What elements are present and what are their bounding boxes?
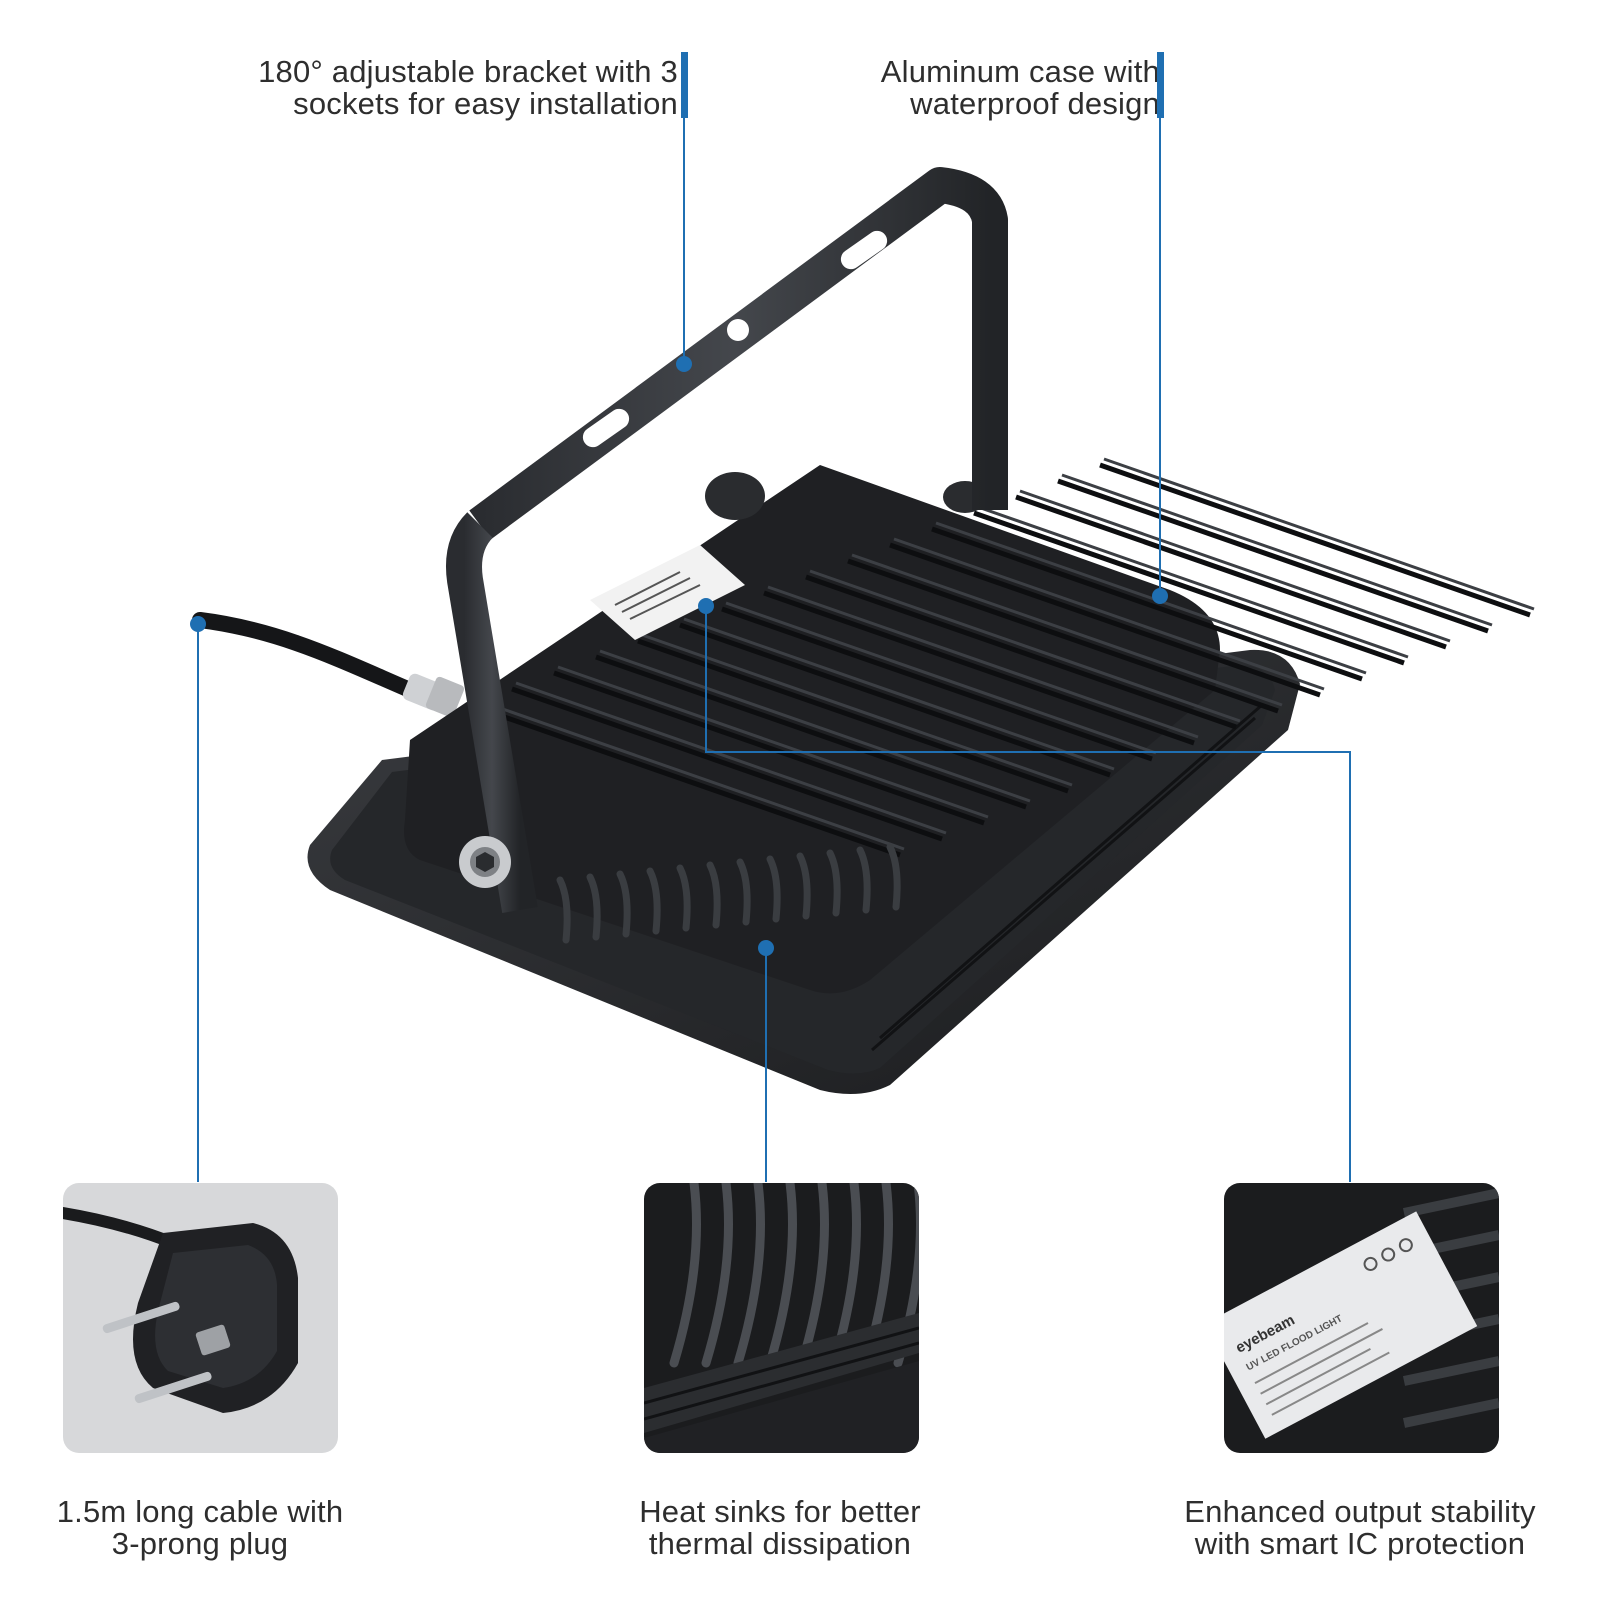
closeup-fin [733, 1183, 765, 1368]
callout-heat-line1: Heat sinks for better [639, 1494, 921, 1529]
heatsink-fin [595, 654, 1027, 810]
callout-stability: Enhanced output stability with smart IC … [1160, 1496, 1560, 1560]
label-closeup-fin [1402, 1356, 1499, 1386]
heatsink-fin-highlight [515, 681, 947, 835]
closeup-fin [797, 1183, 829, 1368]
callout-cable-line1: 1.5m long cable with [56, 1494, 344, 1529]
heatsink-fin-highlight [1019, 489, 1451, 643]
label-closeup: eyebeam UV LED FLOOD LIGHT [1224, 1183, 1499, 1453]
heatsink-fin [637, 638, 1069, 794]
heatsink-fin [1057, 478, 1489, 634]
callout-cable: 1.5m long cable with 3-prong plug [40, 1496, 360, 1560]
thumbnail-label: eyebeam UV LED FLOOD LIGHT [1224, 1183, 1499, 1453]
leader-dots [190, 356, 1168, 956]
heatsink-fin-highlight [683, 617, 1115, 771]
heatsink-fin-highlight [851, 553, 1283, 707]
callout-case-line2: waterproof design [910, 86, 1160, 121]
heatsink-fin [847, 558, 1279, 714]
heatsink-fin [889, 542, 1321, 698]
heatsink-fin-highlight [935, 521, 1367, 675]
callout-heat: Heat sinks for better thermal dissipatio… [620, 1496, 940, 1560]
heatsink-fin-highlight [473, 697, 905, 851]
callout-stability-line2: with smart IC protection [1194, 1526, 1526, 1561]
closeup-fin [701, 1183, 733, 1368]
heatsink-fin [679, 622, 1111, 778]
heatsink-fin [805, 574, 1237, 730]
front-fin [736, 858, 751, 926]
heatsink-fin-highlight [893, 537, 1325, 691]
front-fin [826, 849, 841, 917]
leader-ticks [681, 52, 1164, 118]
heatsink-fin [973, 510, 1405, 666]
closeup-fin [669, 1183, 701, 1368]
callout-bracket: 180° adjustable bracket with 3 sockets f… [200, 56, 678, 120]
heatsink-fin [1015, 494, 1447, 650]
front-fin [766, 855, 781, 923]
thumbnail-heatsink [644, 1183, 919, 1453]
heatsink-fin-highlight [725, 601, 1157, 755]
power-cable [192, 612, 465, 718]
heatsink-fin-highlight [1103, 457, 1535, 611]
front-fin [646, 867, 661, 935]
plug-icon [63, 1183, 338, 1453]
heatsink-fin-highlight [767, 585, 1199, 739]
heatsink-fin [553, 670, 985, 826]
heatsink-fin-highlight [641, 633, 1073, 787]
front-fin [616, 870, 631, 938]
heatsink-fin-highlight [599, 649, 1031, 803]
heatsink-fin-highlight [557, 665, 989, 819]
closeup-fin [765, 1183, 797, 1368]
adjustable-bracket [446, 167, 1008, 913]
heatsink-fin [931, 526, 1363, 682]
label-closeup-fin [1402, 1188, 1499, 1218]
heatsink-fin-highlight [977, 505, 1409, 659]
callout-heat-line2: thermal dissipation [648, 1526, 912, 1561]
heatsink-closeup [644, 1183, 919, 1453]
front-fin [886, 843, 901, 911]
front-fin [706, 861, 721, 929]
front-fin [586, 873, 601, 941]
heatsink-fin [763, 590, 1195, 746]
heatsink-fin [469, 702, 901, 858]
heatsink-fin-highlight [809, 569, 1241, 723]
heatsink-fin [721, 606, 1153, 762]
front-fin [676, 864, 691, 932]
front-fin [556, 876, 571, 944]
callout-case-line1: Aluminum case with [880, 54, 1160, 89]
leader-lines [197, 118, 1351, 1182]
label-closeup-fin [1402, 1398, 1499, 1428]
heatsink-fin [1099, 462, 1531, 618]
callout-cable-line2: 3-prong plug [111, 1526, 289, 1561]
thumbnail-plug [63, 1183, 338, 1453]
heatsink-body [404, 457, 1535, 994]
callout-case: Aluminum case with waterproof design [800, 56, 1160, 120]
callout-bracket-line1: 180° adjustable bracket with 3 [258, 54, 678, 89]
heatsink-fin [511, 686, 943, 842]
callout-stability-line1: Enhanced output stability [1184, 1494, 1536, 1529]
spec-label [590, 545, 745, 640]
callout-bracket-line2: sockets for easy installation [293, 86, 678, 121]
front-fin [856, 846, 871, 914]
front-fin [796, 852, 811, 920]
heatsink-fin-highlight [1061, 473, 1493, 627]
